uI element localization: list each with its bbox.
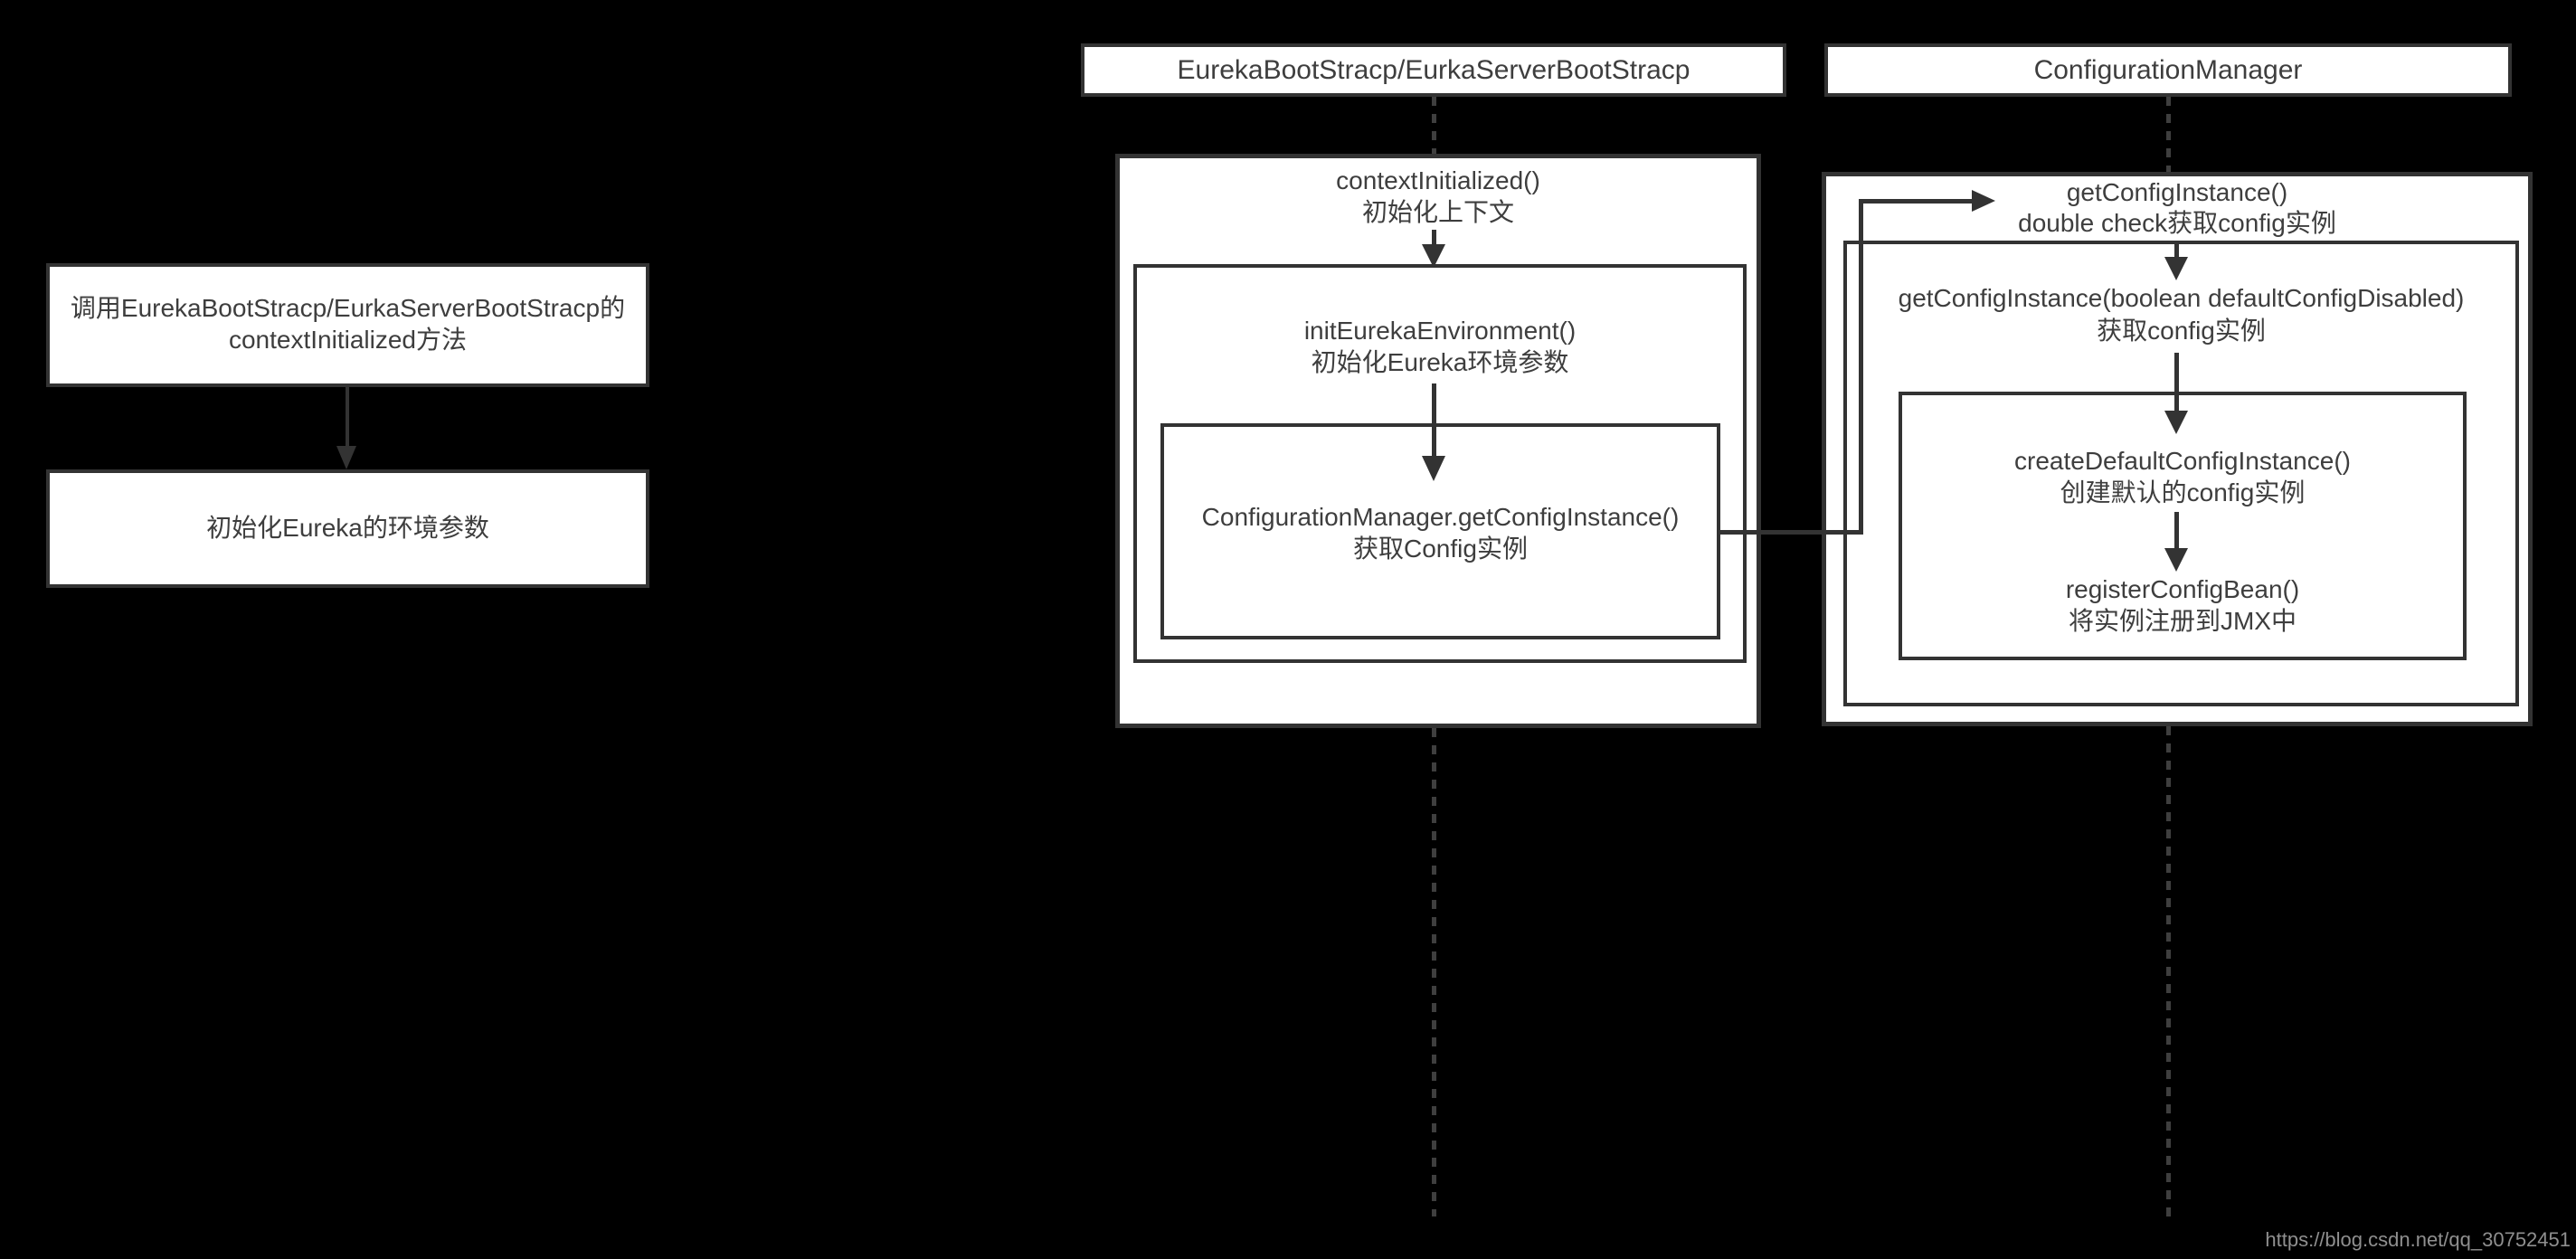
lifeline-dashed-configmanager-top (2166, 97, 2171, 172)
label-line: double check获取config实例 (2018, 209, 2336, 237)
label-line: contextInitialized() (1336, 166, 1540, 194)
lifeline-header-eureka-bootstrap: EurekaBootStracp/EurkaServerBootStracp (1081, 43, 1786, 97)
lifeline-dashed-eureka-bottom (1432, 728, 1436, 1216)
label-line: contextInitialized方法 (228, 326, 467, 354)
arrow-down-icon (336, 446, 356, 469)
label-line: registerConfigBean() (2065, 575, 2300, 603)
arrow-boolean-to-createdefault-shaft (2174, 353, 2179, 412)
label-line: getConfigInstance(boolean defaultConfigD… (1898, 284, 2465, 312)
label-line: 创建默认的config实例 (2060, 478, 2306, 506)
label-line: 初始化上下文 (1361, 198, 1514, 226)
connector-call-horizontal-top (1859, 199, 1973, 204)
lifeline-header-eureka-bootstrap-label: EurekaBootStracp/EurkaServerBootStracp (1177, 54, 1690, 85)
arrow-down-icon (2164, 411, 2188, 434)
label-line: initEurekaEnvironment() (1303, 317, 1577, 345)
activation-label-configmanager-getconfiginstance: ConfigurationManager.getConfigInstance()… (1160, 501, 1720, 564)
label-line: 初始化Eureka的环境参数 (206, 514, 489, 542)
label-line: 获取Config实例 (1353, 535, 1528, 563)
flow-box-init-eureka-env-label: 初始化Eureka的环境参数 (46, 512, 649, 544)
lifeline-dashed-eureka-top (1432, 97, 1436, 154)
label-line: 初始化Eureka环境参数 (1311, 348, 1569, 376)
step-label-register-config-bean: registerConfigBean() 将实例注册到JMX中 (1899, 573, 2467, 637)
connector-call-vertical (1859, 199, 1863, 535)
arrow-getconfig-to-boolean-shaft (2174, 241, 2179, 259)
flow-box-call-context-initialized (46, 263, 649, 387)
connector-call-horizontal-low (1718, 530, 1862, 535)
activation-box-configmanager-getconfiginstance (1160, 423, 1720, 639)
watermark: https://blog.csdn.net/qq_30752451 (2265, 1228, 2571, 1251)
arrow-left-flow-shaft (346, 387, 349, 447)
activation-label-context-initialized: contextInitialized() 初始化上下文 (1115, 165, 1761, 228)
arrow-down-icon (2164, 548, 2188, 572)
lifeline-header-configuration-manager-label: ConfigurationManager (2033, 54, 2303, 85)
label-line: ConfigurationManager.getConfigInstance() (1201, 503, 1680, 531)
arrow-down-icon (1422, 244, 1445, 268)
flow-box-call-context-initialized-label: 调用EurekaBootStracp/EurkaServerBootStracp… (46, 292, 649, 355)
arrow-initenv-to-getconfig-shaft (1432, 383, 1436, 458)
label-line: 将实例注册到JMX中 (2068, 607, 2297, 635)
lifeline-dashed-configmanager-bottom (2166, 726, 2171, 1216)
arrow-createdefault-to-register-shaft (2174, 512, 2179, 550)
lifeline-header-configuration-manager: ConfigurationManager (1824, 43, 2512, 97)
arrow-down-icon (2164, 257, 2188, 280)
activation-label-getconfiginstance-boolean: getConfigInstance(boolean defaultConfigD… (1843, 282, 2519, 347)
step-label-create-default-config-instance: createDefaultConfigInstance() 创建默认的confi… (1899, 445, 2467, 508)
label-line: createDefaultConfigInstance() (2014, 447, 2351, 475)
activation-label-getconfiginstance: getConfigInstance() double check获取config… (1822, 177, 2533, 239)
arrow-context-to-initenv-shaft (1432, 230, 1436, 246)
label-line: getConfigInstance() (2066, 178, 2288, 206)
label-line: 获取config实例 (2097, 317, 2266, 345)
activation-box-create-and-register (1899, 392, 2467, 660)
label-line: 调用EurekaBootStracp/EurkaServerBootStracp… (70, 294, 626, 322)
flow-box-init-eureka-env (46, 469, 649, 588)
activation-label-init-eureka-environment: initEurekaEnvironment() 初始化Eureka环境参数 (1133, 315, 1747, 378)
arrow-right-icon (1972, 190, 1995, 212)
arrow-down-icon (1422, 456, 1445, 481)
